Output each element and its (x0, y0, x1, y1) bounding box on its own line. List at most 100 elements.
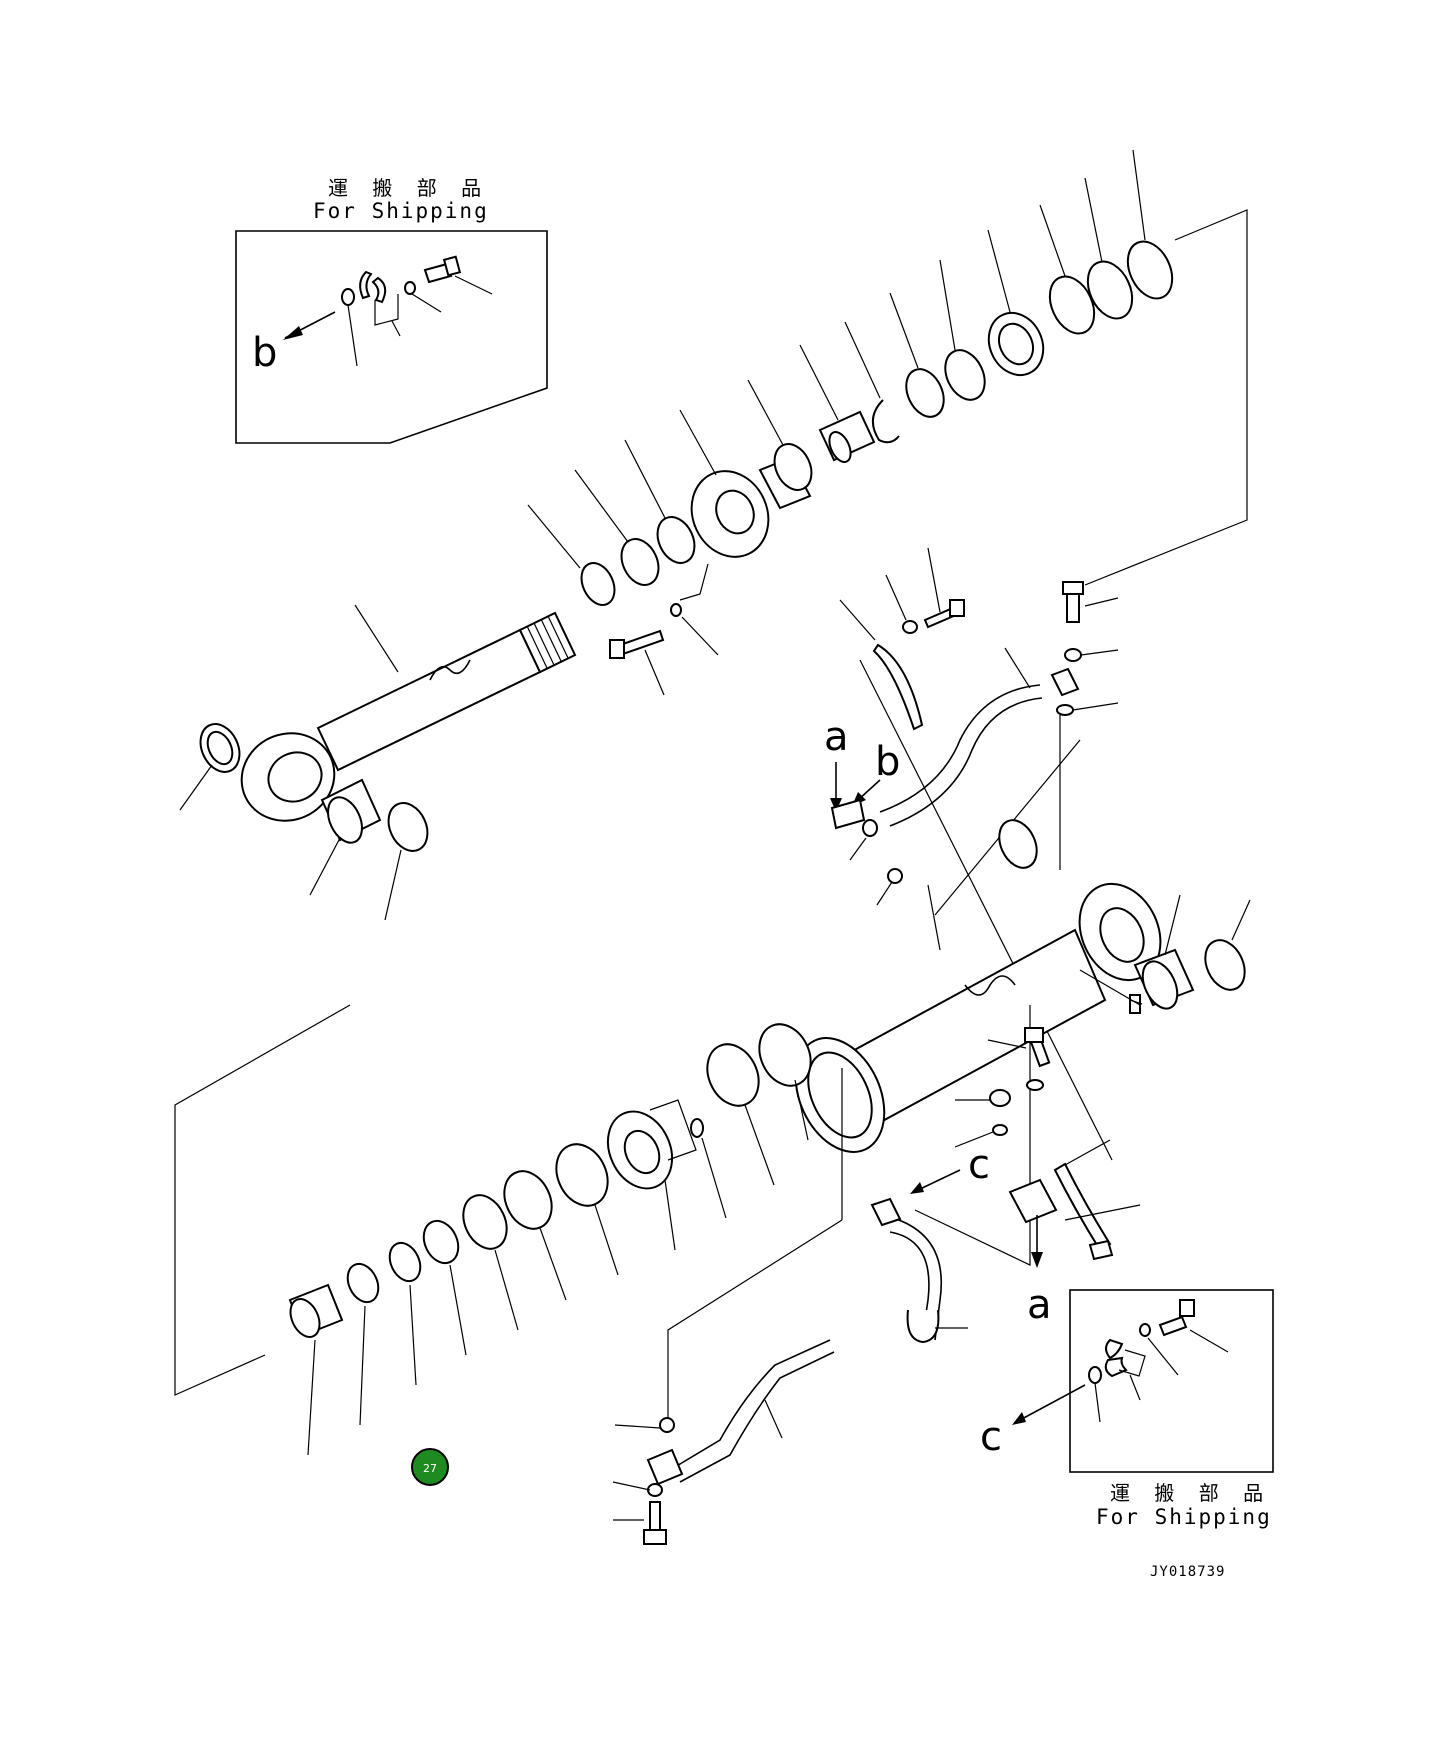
piston-ring (555, 1143, 609, 1207)
leader-line (701, 1137, 727, 1219)
group-bracket-line (1084, 209, 1248, 586)
leader-line (927, 884, 941, 951)
leader-line (1231, 899, 1251, 941)
leader-line (1084, 177, 1103, 263)
leader-line (1129, 1374, 1141, 1401)
leader-line (1064, 1139, 1111, 1166)
piston-parts (174, 1004, 812, 1456)
break-mark (429, 659, 471, 681)
bolt-shank (1158, 1315, 1188, 1337)
pipe-flange (646, 1448, 684, 1486)
bolt-head (442, 255, 462, 277)
lower-piping: c (612, 1005, 1031, 1545)
cylinder-head-bore (715, 489, 755, 535)
leader-line (614, 1424, 661, 1429)
leader-line (876, 881, 893, 906)
leader-line (1004, 647, 1031, 689)
cylinder-tube-assembly (794, 819, 1251, 1153)
bolt (618, 629, 665, 656)
bushing-face (327, 796, 363, 844)
pipe (879, 684, 1041, 813)
washer (647, 1483, 663, 1497)
o-ring (1126, 240, 1174, 300)
shipping-callout-top: 運 搬 部 品 For Shipping b (235, 176, 548, 444)
bracket-lines (1118, 1349, 1146, 1377)
grease-fitting (1129, 994, 1141, 1014)
leader-line (764, 1399, 783, 1439)
break-mark (964, 975, 1016, 996)
clamp-plate (1008, 1178, 1058, 1224)
leader-line (885, 574, 907, 621)
leader-line (1189, 1329, 1229, 1353)
leader-line (539, 1227, 567, 1301)
pipe (679, 1351, 835, 1483)
pipe-flange (870, 1197, 902, 1227)
leader-line (1164, 894, 1181, 956)
spring-washer (1088, 1366, 1102, 1384)
ref-letter-c-bottom: c (980, 1414, 1002, 1460)
bolt-head (949, 599, 965, 617)
shipping-bottom-en: For Shipping (1096, 1505, 1272, 1529)
leader-line (1079, 969, 1141, 1006)
rod-thread (518, 611, 577, 674)
leader-line (1039, 204, 1066, 277)
leader-line (799, 344, 839, 421)
ring (462, 1194, 508, 1250)
leader-line (527, 504, 581, 569)
pipe (669, 1339, 831, 1471)
seal (905, 368, 945, 418)
arrow-head (283, 326, 303, 340)
pipe (889, 1231, 930, 1341)
leader-line (987, 1039, 1027, 1049)
leader-line (624, 439, 666, 519)
dust-seal-inner (206, 730, 234, 766)
pipe-flange (830, 798, 866, 830)
cylinder-bottom-bore (1099, 907, 1145, 963)
o-ring (422, 1219, 460, 1265)
o-ring (659, 1417, 675, 1433)
leader-line (987, 229, 1011, 313)
group-bracket-line (174, 1004, 351, 1396)
shipping-callout-bottom: c 運 搬 部 品 For Shipping (980, 1289, 1274, 1529)
leader-line (179, 764, 213, 811)
leader-line (679, 563, 709, 601)
plug (690, 1118, 704, 1138)
nut (989, 1089, 1011, 1107)
snap-ring (872, 399, 900, 444)
bushing-face (1141, 960, 1179, 1010)
leader-line (1064, 1204, 1141, 1221)
thread-lines (526, 615, 569, 669)
leader-line (612, 1481, 651, 1491)
leader-line (409, 1284, 417, 1386)
leader-line (664, 1179, 676, 1251)
washer (404, 281, 416, 295)
leader-line (494, 1249, 519, 1331)
leader-line (859, 659, 1113, 1161)
o-ring (862, 819, 878, 837)
bolt-head (643, 1529, 667, 1545)
shipping-top-jp: 運 搬 部 品 (328, 176, 490, 200)
ref-letter-a-lower: a (1027, 1282, 1052, 1328)
leader-line (917, 1169, 961, 1191)
leader-line (644, 649, 665, 696)
ref-letter-c-mid: c (968, 1142, 990, 1188)
leader-line (1072, 702, 1119, 711)
rod-eye-bore (267, 751, 323, 803)
gland-nut-bore (997, 322, 1035, 366)
o-ring (944, 349, 986, 401)
backup-ring (1086, 260, 1134, 320)
lower-clamp-group: a (954, 1027, 1141, 1328)
arrow-head (1012, 1412, 1026, 1425)
leader-line (679, 409, 717, 476)
leader-line (1094, 1382, 1101, 1423)
ref-letter-b-top: b (252, 330, 277, 376)
piston-rod-assembly (179, 149, 1248, 921)
part-hotspot-27[interactable]: 27 (411, 1448, 449, 1486)
drawing-id: JY018739 (1150, 1564, 1225, 1580)
seal-ring (387, 802, 429, 852)
piston-rod (316, 628, 542, 772)
clamp-half (1105, 1338, 1124, 1360)
leader-line (1084, 597, 1119, 607)
clamp-half (371, 276, 387, 304)
